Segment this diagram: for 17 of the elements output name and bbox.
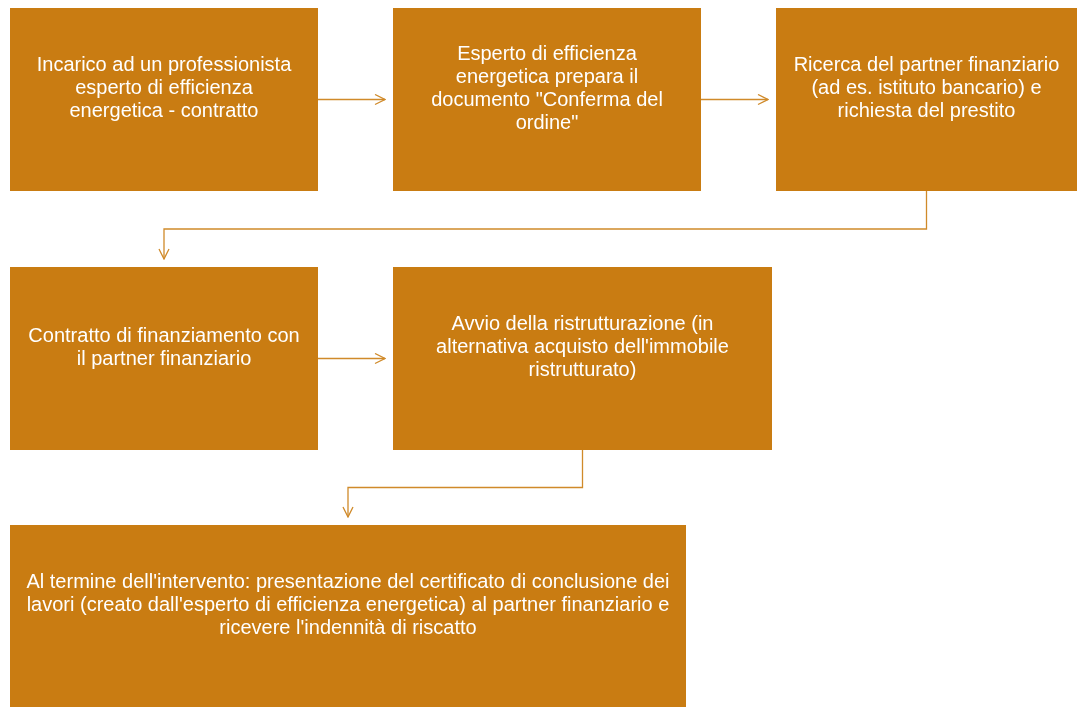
- process-box: [10, 267, 318, 450]
- process-box: [10, 525, 686, 707]
- box-text: Al termine dell'intervento: presentazione del certificato di conclusione dei lavori (creato dall'esperto di efficienza energetica) al partner finanziario e ricevere l'indennità di riscatto: [26, 569, 670, 639]
- arrow: [317, 93, 386, 106]
- box-text: Avvio della ristrutturazione (in alternativa acquisto dell'immobile ristrutturato): [435, 312, 730, 381]
- arrow: [158, 190, 928, 260]
- arrow: [342, 449, 584, 518]
- process-box: [393, 8, 701, 191]
- process-box: [393, 267, 772, 450]
- process-box: [776, 8, 1077, 191]
- arrow: [317, 352, 386, 365]
- arrow: [700, 93, 769, 106]
- box-text: Ricerca del partner finanziario (ad es. istituto bancario) e richiesta del prestito: [792, 53, 1061, 122]
- box-text: Esperto di efficienza energetica prepara il documento "Conferma del ordine": [430, 41, 664, 134]
- box-text: Incarico ad un professionista esperto di efficienza energetica - contratto: [35, 53, 293, 122]
- box-text: Contratto di finanziamento con il partner finanziario: [27, 323, 301, 370]
- process-box: [10, 8, 318, 191]
